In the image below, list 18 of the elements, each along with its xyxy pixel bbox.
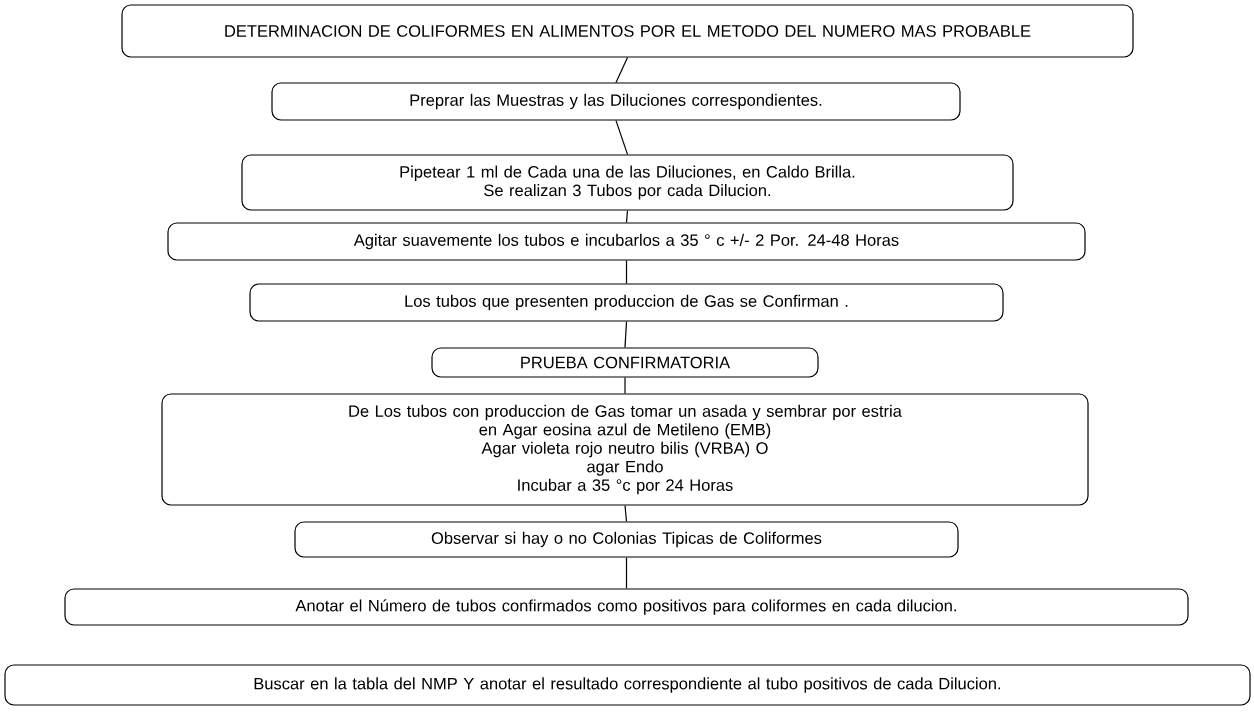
connector-line [625, 260, 628, 284]
connector-line [624, 321, 628, 348]
process-box: PRUEBA CONFIRMATORIA [431, 347, 819, 378]
connector-line [625, 557, 628, 589]
process-box: Buscar en la tabla del NMP Y anotar el resultado correspondiente al tubo positivos de cada Dilucion. [4, 664, 1251, 706]
process-box: Agitar suavemente los tubos e incubarlos a 35 ° c +/- 2 Por. 24-48 Horas [167, 222, 1086, 261]
connector-line [615, 57, 629, 83]
connector-line [615, 120, 629, 155]
connector-line [625, 210, 629, 223]
process-box: Pipetear 1 ml de Cada una de las Diluciones, en Caldo Brilla. Se realizan 3 Tubos por cada Dilucion. [241, 154, 1014, 211]
process-box: Los tubos que presenten produccion de Gas se Confirman . [249, 283, 1004, 322]
connector-line [624, 505, 628, 522]
process-box: Observar si hay o no Colonias Tipicas de Coliformes [294, 521, 959, 558]
process-box: Preprar las Muestras y las Diluciones correspondientes. [271, 82, 961, 121]
process-box: De Los tubos con produccion de Gas tomar un asada y sembrar por estria en Agar eosina azul de Metileno (EMB) Agar violeta rojo neutro bilis (VRBA) O agar Endo Incubar a 35 °c por 24 Horas [161, 393, 1089, 506]
process-box: Anotar el Número de tubos confirmados como positivos para coliformes en cada dilucion. [64, 588, 1189, 626]
connector-line [624, 377, 626, 394]
process-box: DETERMINACION DE COLIFORMES EN ALIMENTOS POR EL METODO DEL NUMERO MAS PROBABLE [121, 4, 1134, 58]
